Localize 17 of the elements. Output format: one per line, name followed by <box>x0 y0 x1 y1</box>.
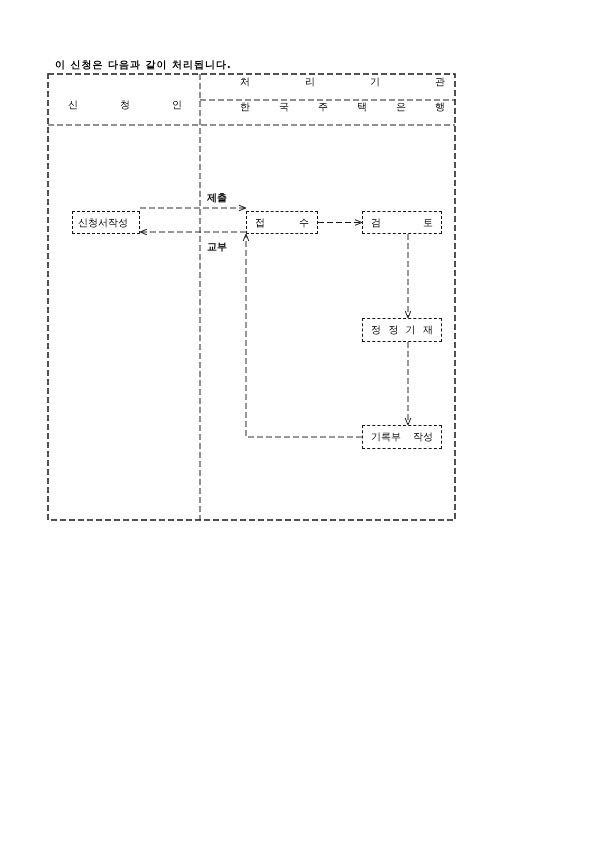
arrow <box>318 219 362 226</box>
edge-label: 교부 <box>206 240 228 254</box>
edge-label: 제출 <box>206 191 228 205</box>
process-box: 기록부 작성 <box>362 425 442 449</box>
process-box: 신청서작성 <box>72 211 140 234</box>
arrow <box>404 342 412 426</box>
process-box: 검 토 <box>362 211 442 234</box>
process-box: 정 정 기 재 <box>362 318 442 342</box>
title: 이 신청은 다음과 같이 처리됩니다. <box>55 59 232 72</box>
column-heading: 한 국 주 택 은 행 <box>240 101 445 114</box>
arrow <box>404 234 412 318</box>
column-heading: 신 청 인 <box>68 99 182 112</box>
arrow <box>140 204 246 212</box>
arrow <box>140 228 246 236</box>
process-box: 접 수 <box>246 211 318 234</box>
arrow <box>242 234 362 438</box>
column-heading: 처 리 기 관 <box>240 76 445 89</box>
